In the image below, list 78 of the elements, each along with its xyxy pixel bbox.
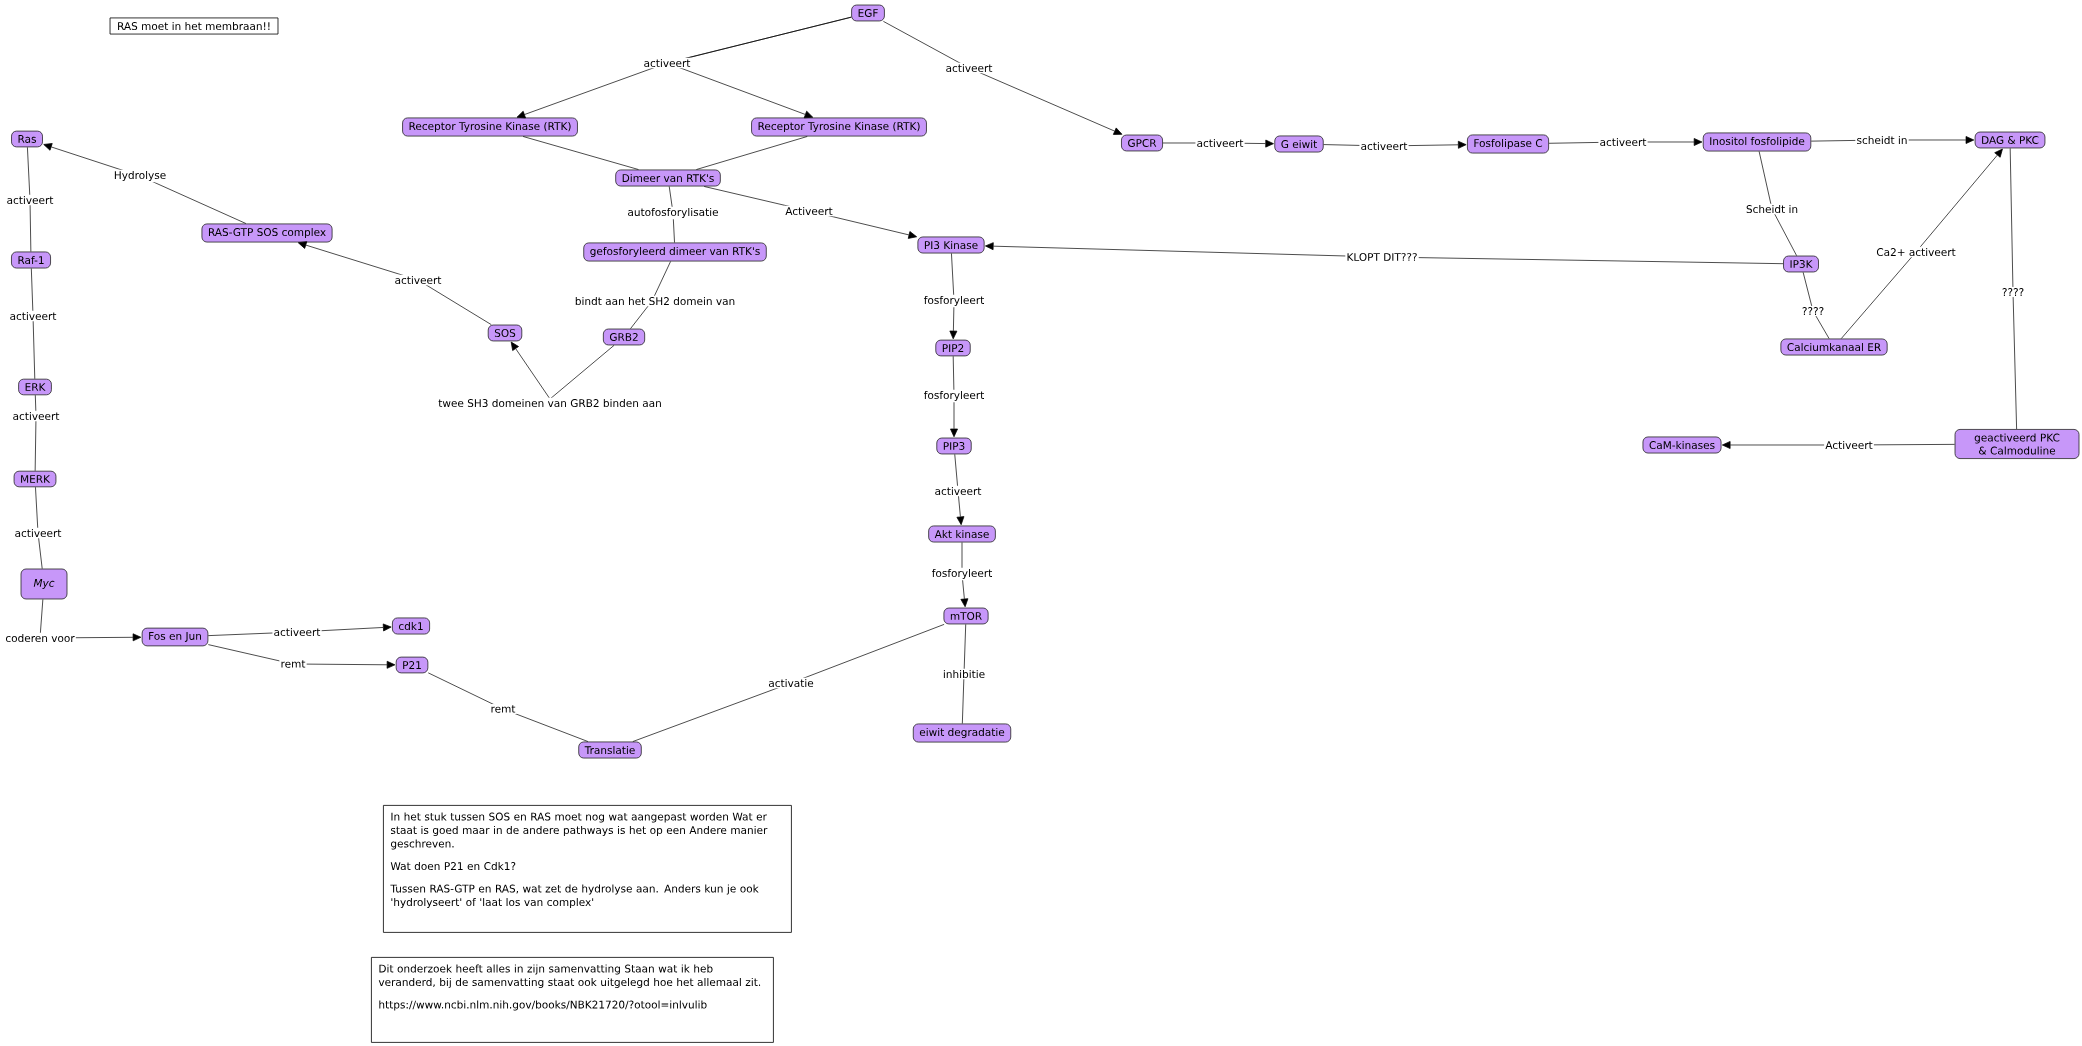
arrow xyxy=(883,21,1123,135)
concept-box: PI3 Kinase xyxy=(917,236,985,254)
concept-box: PIP2 xyxy=(935,339,971,357)
concept-box: P21 xyxy=(395,656,429,674)
concept-box: ERK xyxy=(18,378,52,396)
edge-label: activeert xyxy=(5,194,55,206)
arrow xyxy=(950,355,958,438)
concept-box: eiwit degradatie xyxy=(912,723,1012,743)
arrow xyxy=(510,341,615,400)
arrow xyxy=(1840,148,2003,339)
edge-label: activeert xyxy=(1598,136,1648,148)
concept-box: Fosfolipase C xyxy=(1467,134,1549,154)
concept-box: Receptor Tyrosine Kinase (RTK) xyxy=(751,117,927,137)
edge-label: activeert xyxy=(944,62,994,74)
edge-label: activatie xyxy=(767,677,815,689)
concept-box: Raf-1 xyxy=(11,251,51,269)
concept-box: Myc xyxy=(20,568,68,600)
concept-box: CaM-kinases xyxy=(1642,436,1722,454)
edge-label: activeert xyxy=(393,274,443,286)
edge-label: Activeert xyxy=(1824,439,1874,451)
concept-box: Translatie xyxy=(578,741,642,759)
concept-box: IP3K xyxy=(1783,255,1819,273)
concept-box: geactiveerd PKC & Calmoduline xyxy=(1954,429,2080,459)
note-box: RAS moet in het membraan!! xyxy=(109,17,279,35)
concept-box: Akt kinase xyxy=(928,525,996,543)
concept-box: Fos en Jun xyxy=(141,627,209,647)
note-box: In het stuk tussen SOS en RAS moet nog wat aangepast worden Wat er staat is goed maar in de andere pathways is het op een Andere manier geschreven. Wat doen P21 en Cdk1? Tussen RAS-GTP en RAS, wat zet de hydrolyse aan. Anders kun je ook 'hydrolyseert' of 'laat los van complex' xyxy=(383,805,792,933)
edge-label: bindt aan het SH2 domein van xyxy=(573,295,737,307)
edge-label: activeert xyxy=(1195,137,1245,149)
concept-box: Receptor Tyrosine Kinase (RTK) xyxy=(402,117,578,137)
edge-label: activeert xyxy=(11,410,61,422)
edge-label: inhibitie xyxy=(941,668,987,680)
edge-label: activeert xyxy=(642,57,692,69)
edge-label: fosforyleert xyxy=(922,389,986,403)
edge-label: scheidt in xyxy=(1855,134,1909,146)
edge-label: Hydrolyse xyxy=(112,169,168,183)
edge-label: fosforyleert xyxy=(922,294,986,308)
concept-box: Ras xyxy=(11,130,43,148)
arrow xyxy=(954,454,965,526)
edge-label: ???? xyxy=(1800,305,1826,317)
edge-label: fosforyleert xyxy=(930,567,994,581)
concept-box: SOS xyxy=(487,324,523,342)
concept-box: PIP3 xyxy=(936,437,972,455)
note-box: Dit onderzoek heeft alles in zijn samenvatting Staan wat ik heb veranderd, bij de samenvatting staat ook uitgelegd hoe het allemaal zit. https://www.ncbi.nlm.nih.gov/books/NBK21720/?otool=inlvulib xyxy=(371,957,774,1043)
concept-box: DAG & PKC xyxy=(1974,131,2046,149)
edge-label: activeert xyxy=(933,485,983,497)
concept-box: gefosforyleerd dimeer van RTK's xyxy=(583,242,767,262)
concept-box: G eiwit xyxy=(1274,135,1324,153)
arrow xyxy=(960,542,969,608)
edge-label: KLOPT DIT??? xyxy=(1345,251,1419,263)
arrow xyxy=(207,644,396,669)
edge-label: remt xyxy=(279,659,307,669)
concept-box: GPCR xyxy=(1121,134,1163,152)
edge-label: activeert xyxy=(272,626,322,638)
edge-label: Activeert xyxy=(784,205,834,217)
edge-label: remt xyxy=(489,704,517,714)
arrow xyxy=(297,241,492,325)
concept-box: Dimeer van RTK's xyxy=(615,169,721,187)
edge-label: Ca2+ activeert xyxy=(1875,246,1957,258)
concept-box: mTOR xyxy=(943,607,989,625)
edge-label: activeert xyxy=(1359,140,1409,152)
arrow xyxy=(949,253,958,340)
edge-label: ???? xyxy=(2000,286,2026,298)
arrow xyxy=(43,143,247,224)
edge-label: autofosforylisatie xyxy=(626,206,720,220)
arrow xyxy=(985,242,1784,265)
edge-label: activeert xyxy=(13,527,63,539)
edge-label: Scheidt in xyxy=(1744,203,1800,215)
concept-box: MERK xyxy=(13,470,57,488)
concept-box: cdk1 xyxy=(392,617,430,635)
concept-box: Calciumkanaal ER xyxy=(1780,338,1888,356)
concept-box: RAS-GTP SOS complex xyxy=(201,223,333,243)
edge-label: activeert xyxy=(8,310,58,322)
edge-label: coderen voor xyxy=(4,632,76,644)
concept-box: Inositol fosfolipide xyxy=(1702,132,1812,152)
edge-label: twee SH3 domeinen van GRB2 binden aan xyxy=(437,397,663,409)
concept-box: EGF xyxy=(851,4,885,22)
concept-box: GRB2 xyxy=(602,328,646,346)
